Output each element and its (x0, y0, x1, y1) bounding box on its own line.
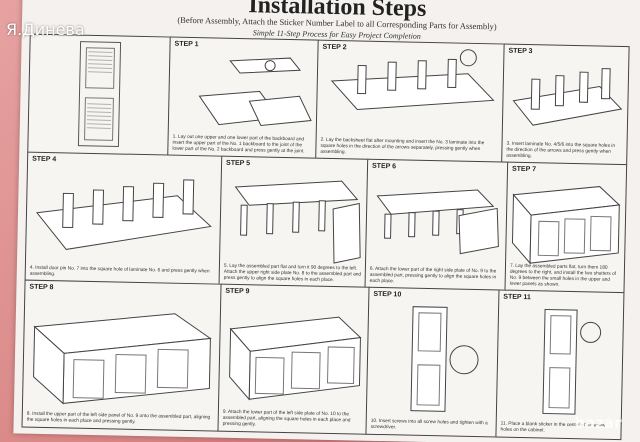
step-1-diagram (198, 57, 312, 127)
step-11-diagram (542, 308, 602, 415)
step-8-diagram (33, 313, 212, 405)
step-11-panel: STEP 11 11. Place a blank sticker in the… (495, 289, 625, 441)
seller-watermark: Я.Динева (6, 20, 85, 39)
step-2-diagram (330, 49, 495, 110)
step-1-panel: STEP 1 1. Lay out one upper and one lowe… (167, 36, 320, 160)
step-9-diagram (229, 316, 362, 401)
step-6-panel: STEP 6 6. Attach the lower part of the r… (364, 158, 510, 292)
overview-panel (27, 33, 172, 157)
step-7-diagram (511, 186, 621, 265)
step-6-diagram (376, 189, 499, 255)
step-3-diagram (512, 68, 623, 126)
step-10-caption: 10. Insert screws into all screw holes a… (370, 418, 488, 431)
step-2-panel: STEP 2 2. Lay the backsheet flat after m… (315, 39, 506, 164)
step-5-caption: 5. Lay the assembled part flat and turn … (223, 263, 362, 284)
step-3-caption: 3. Insert laminate No. 4/5/6 into the sq… (506, 141, 616, 160)
step-4-diagram (36, 179, 212, 250)
step-6-caption: 6. Attach the lower part of the right si… (369, 266, 497, 285)
step-9-caption: 9. Attach the lower part of the left sid… (222, 409, 351, 428)
step-4-panel: STEP 4 4. Install door pin No. 7 into th… (24, 151, 224, 286)
step-7-panel: STEP 7 7. Lay the assembled parts flat, … (504, 161, 628, 295)
cabinet-overview-drawing (77, 41, 122, 148)
step-1-caption: 1. Lay out one upper and one lower part … (172, 134, 305, 155)
steps-grid: STEP 1 1. Lay out one upper and one lowe… (21, 33, 634, 441)
step-7-caption: 7. Lay the assembled parts flat, turn th… (509, 263, 617, 288)
step-10-panel: STEP 10 10. Insert screws into all screw… (365, 286, 501, 438)
bazar-logo-text: bazar (574, 414, 622, 432)
step-10-diagram (410, 306, 479, 412)
step-9-panel: STEP 9 9. Attach the lower part of the l… (217, 283, 371, 435)
step-2-caption: 2. Lay the backsheet flat after mounting… (320, 137, 485, 156)
step-5-panel: STEP 5 5. Lay the assembled part flat an… (218, 155, 370, 289)
instruction-sheet: Installation Steps (Before Assembly, Att… (13, 0, 640, 442)
bazar-logo: bazar (564, 410, 632, 436)
step-8-panel: STEP 8 8. Install the upper part of the … (21, 279, 223, 432)
step-5-diagram (234, 180, 361, 264)
step-3-panel: STEP 3 3. Insert laminate No. 4/5/6 into… (501, 43, 630, 167)
